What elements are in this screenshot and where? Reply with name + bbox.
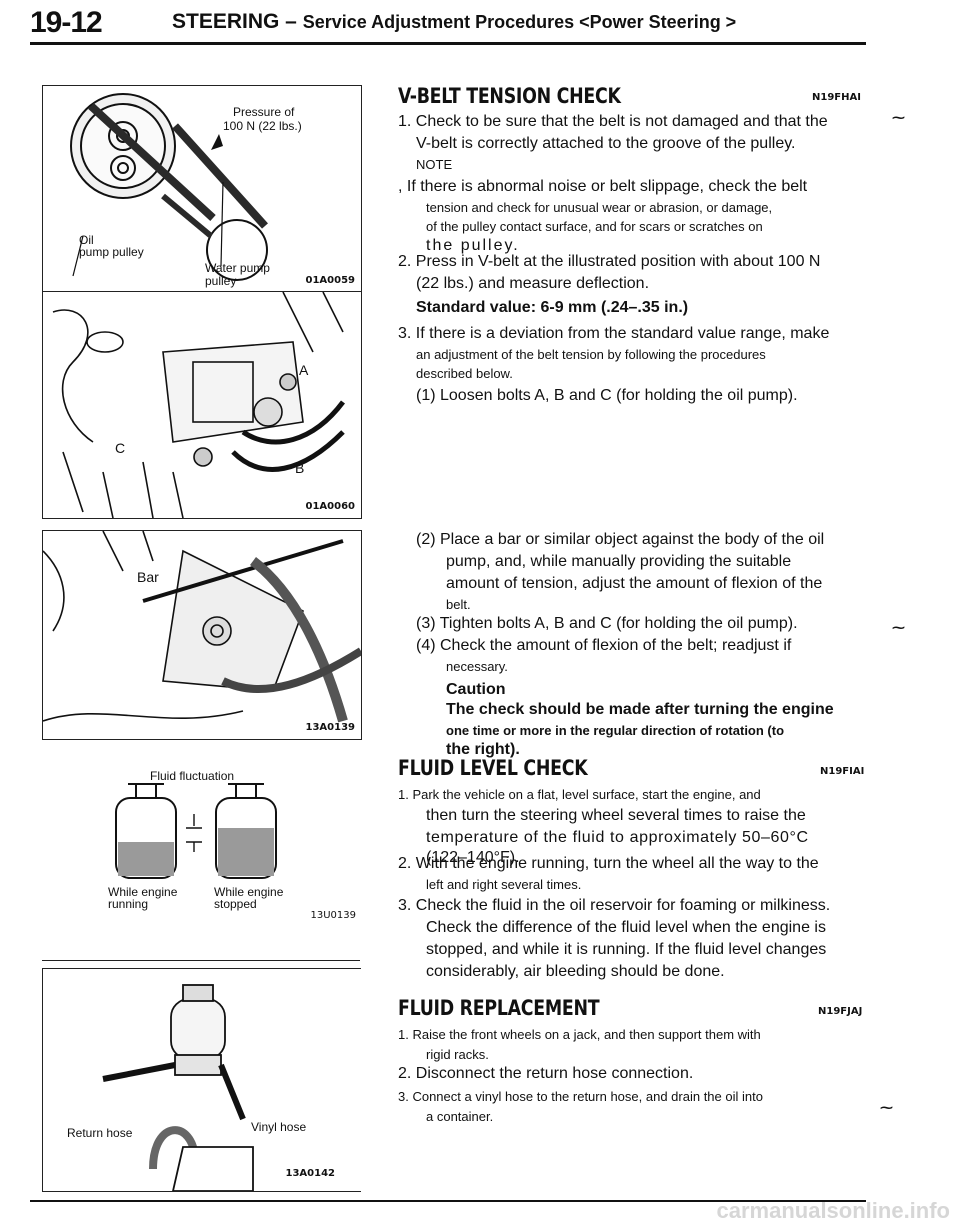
bolts-drawing [52, 292, 345, 518]
figure-hose-drain: Return hose Vinyl hose 13A0142 [42, 968, 361, 1192]
header-rule [30, 42, 866, 45]
oil-pump-pulley-label: Oil [79, 233, 94, 247]
vinyl-hose-label: Vinyl hose [251, 1120, 307, 1134]
hose-drain-drawing [102, 984, 254, 1191]
fluid-level-item2: 2. With the engine running, turn the whe… [398, 855, 819, 872]
figure-code: 13A0139 [305, 722, 356, 733]
vbelt-step4b: necessary. [446, 659, 508, 674]
vbelt-item3b: an adjustment of the belt tension by fol… [416, 347, 766, 362]
vbelt-code: N19FHAI [812, 92, 861, 103]
note-line4: the pulley. [426, 237, 520, 254]
fluid-level-item3b: Check the difference of the fluid level … [426, 919, 826, 936]
vbelt-item1b: V-belt is correctly attached to the groo… [416, 135, 796, 152]
figure-code: 01A0059 [305, 275, 356, 286]
bar-label: Bar [137, 569, 159, 585]
margin-mark: ⁓ [880, 1100, 893, 1115]
tension-label: Pressure of [233, 105, 295, 119]
vbelt-item2b: (22 lbs.) and measure deflection. [416, 275, 650, 292]
watermark: carmanualsonline.info [716, 1198, 951, 1223]
vbelt-step4: (4) Check the amount of flexion of the b… [416, 637, 792, 654]
vbelt-step2b: pump, and, while manually providing the … [446, 553, 792, 570]
page-subtitle: Service Adjustment Procedures <Power Ste… [302, 12, 737, 32]
running-label: While engine [108, 885, 178, 899]
fluid-level-item1d: (122–140°F). [426, 849, 520, 866]
water-pump-pulley-label-2: pulley [205, 274, 237, 288]
fluid-level-item2b: left and right several times. [426, 877, 582, 892]
figure-belt-pulleys: Pressure of 100 N (22 lbs.) Oil pump pul… [42, 85, 362, 293]
vbelt-step2c: amount of tension, adjust the amount of … [446, 575, 823, 592]
vbelt-step2: (2) Place a bar or similar object agains… [416, 531, 825, 548]
fluid-level-item1: 1. Park the vehicle on a flat, level sur… [398, 787, 761, 802]
fluid-level-heading: FLUID LEVEL CHECK [398, 756, 588, 780]
bar-tension-drawing [43, 531, 361, 723]
fluid-level-item1c: temperature of the fluid to approximatel… [426, 829, 809, 846]
page-title: STEERING – Service Adjustment Procedures… [172, 10, 736, 34]
note-line1: , If there is abnormal noise or belt sli… [398, 178, 808, 195]
vbelt-step1: (1) Loosen bolts A, B and C (for holding… [416, 387, 798, 404]
footer-rule [30, 1200, 866, 1202]
vbelt-step2d: belt. [446, 597, 471, 612]
margin-mark: ⁓ [892, 620, 905, 635]
figure-fluid-fluctuation: Fluid fluctuation While engine running W… [42, 750, 360, 961]
running-label-2: running [108, 897, 149, 911]
bolt-b-label: B [295, 460, 305, 476]
page-title-main: STEERING – [172, 10, 303, 33]
caution-line1: The check should be made after turning t… [446, 701, 834, 718]
figure-code: 13U0139 [310, 910, 357, 921]
note-label: NOTE [416, 157, 453, 172]
caution-label: Caution [446, 681, 506, 698]
fluctuation-title: Fluid fluctuation [150, 769, 235, 783]
fluid-level-code: N19FIAI [820, 766, 865, 777]
fluid-replacement-code: N19FJAJ [818, 1006, 863, 1017]
figure-code: 13A0142 [285, 1168, 336, 1179]
return-hose-label: Return hose [67, 1126, 133, 1140]
figure-code: 01A0060 [305, 501, 356, 512]
stopped-label: While engine [214, 885, 284, 899]
note-line2: tension and check for unusual wear or ab… [426, 200, 773, 215]
vbelt-step3: (3) Tighten bolts A, B and C (for holdin… [416, 615, 798, 632]
fluid-replacement-item3b: a container. [426, 1109, 494, 1124]
note-line3: of the pulley contact surface, and for s… [426, 219, 763, 234]
fluid-replacement-item3: 3. Connect a vinyl hose to the return ho… [398, 1089, 763, 1104]
caution-line3: the right). [446, 741, 520, 758]
water-pump-pulley-label: Water pump [205, 261, 270, 275]
standard-value: Standard value: 6-9 mm (.24–.35 in.) [416, 299, 689, 316]
margin-mark: ⁓ [892, 110, 905, 125]
belt-pulley-drawing [70, 93, 268, 281]
fluid-level-item3: 3. Check the fluid in the oil reservoir … [398, 897, 831, 914]
figure-bolts: A B C 01A0060 [42, 291, 362, 519]
fluid-reservoirs-drawing [115, 783, 277, 879]
page-number: 19-12 [30, 6, 103, 39]
fluid-level-item1b: then turn the steering wheel several tim… [426, 807, 806, 824]
caution-line2: one time or more in the regular directio… [446, 723, 785, 738]
fluid-replacement-item1b: rigid racks. [426, 1047, 489, 1062]
fluid-replacement-item2: 2. Disconnect the return hose connection… [398, 1065, 694, 1082]
vbelt-item3c: described below. [416, 366, 513, 381]
vbelt-item2: 2. Press in V-belt at the illustrated po… [398, 253, 821, 270]
stopped-label-2: stopped [214, 897, 257, 911]
fluid-replacement-item1: 1. Raise the front wheels on a jack, and… [398, 1027, 761, 1042]
vbelt-item3: 3. If there is a deviation from the stan… [398, 325, 830, 342]
vbelt-heading: V-BELT TENSION CHECK [398, 84, 621, 108]
vbelt-item1: 1. Check to be sure that the belt is not… [398, 113, 828, 130]
fluid-replacement-heading: FLUID REPLACEMENT [398, 996, 600, 1020]
fluid-level-item3c: stopped, and while it is running. If the… [426, 941, 827, 958]
bolt-a-label: A [299, 362, 309, 378]
tension-label-value: 100 N (22 lbs.) [223, 119, 302, 133]
oil-pump-pulley-label-2: pump pulley [79, 245, 144, 259]
fluid-level-item3d: considerably, air bleeding should be don… [426, 963, 725, 980]
figure-bar-tension: Bar 13A0139 [42, 530, 362, 740]
bolt-c-label: C [115, 440, 126, 456]
